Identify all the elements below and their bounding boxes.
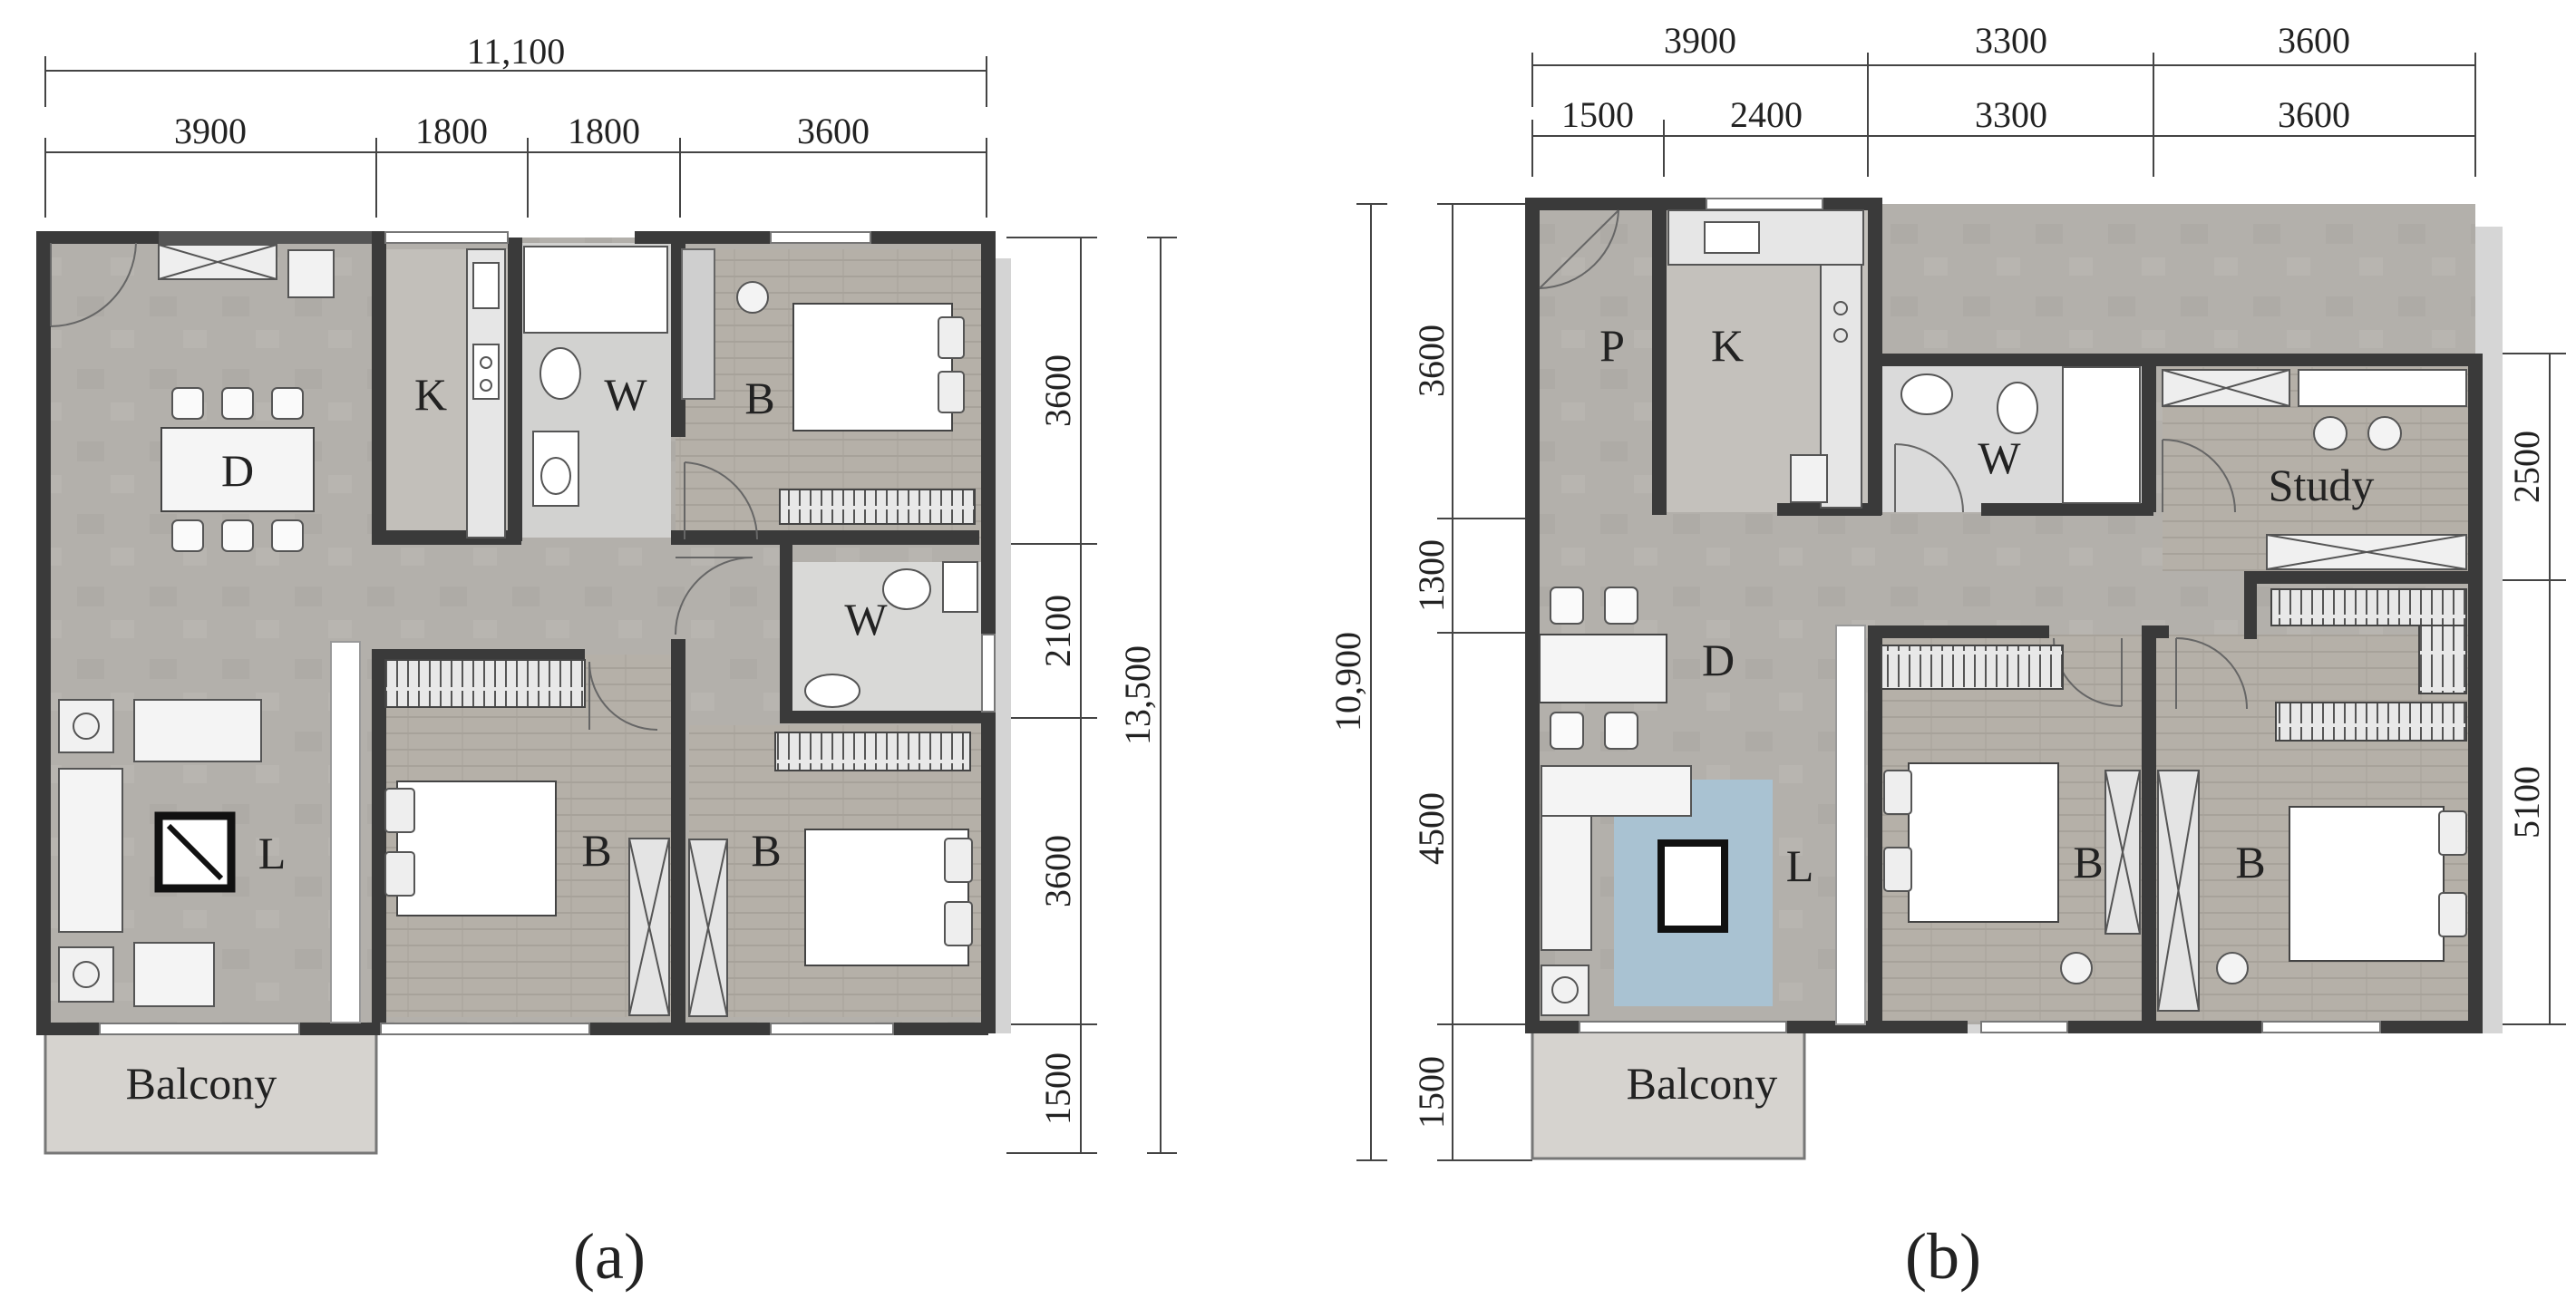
- plan-b-top-row2-label: 3300: [1975, 94, 2047, 135]
- plan-b-top-row2-label: 3600: [2278, 94, 2350, 135]
- plan-b-doors: [1539, 209, 2248, 710]
- plan-a-right-total-label: 13,500: [1117, 645, 1158, 745]
- plan-a-room-label-balcony: Balcony: [126, 1058, 277, 1109]
- plan-a-lower-left-bedroom-furniture: [384, 659, 670, 1016]
- plan-a-room-label-living: L: [258, 828, 287, 878]
- plan-b-living-furniture: [1541, 765, 1728, 1016]
- plan-b-right-segment-label: 5100: [2506, 766, 2547, 839]
- plan-a-top-segment-label: 3900: [174, 111, 247, 151]
- plan-b-windows: [1579, 198, 2381, 1033]
- plan-b-room-label-kitchen: K: [1711, 320, 1744, 371]
- plan-b-caption: (b): [1905, 1220, 1981, 1293]
- plan-b-walls: [1525, 198, 2483, 1033]
- plan-b-top-row1-label: 3300: [1975, 20, 2047, 61]
- plan-b-top-row2-label: 2400: [1730, 94, 1803, 135]
- plan-b-room-label-porch: P: [1599, 320, 1625, 371]
- plan-a-top-segment-label: 3600: [797, 111, 870, 151]
- plan-a-living-furniture: [58, 699, 262, 1007]
- plan-b-top-row2-label: 1500: [1561, 94, 1634, 135]
- plan-a-lower-wc-fixtures: [804, 561, 978, 708]
- plan-a-top-total-label: 11,100: [467, 31, 566, 72]
- plan-b-left-segment-label: 1500: [1411, 1056, 1452, 1129]
- plan-b-balcony: [1531, 1023, 1806, 1160]
- plan-a-walls: [36, 231, 996, 1035]
- plan-a-windows: [99, 231, 996, 1035]
- plan-a-right-segment-label: 3600: [1037, 835, 1078, 907]
- plan-b-left-segment-label: 1300: [1411, 539, 1452, 612]
- plan-a-dining-set: [160, 387, 315, 552]
- plan-a-room-label-bedroom-lower-right: B: [751, 825, 781, 876]
- plan-b-left-bedroom-furniture: [1881, 645, 2141, 984]
- plan-b-top-row1-label: 3600: [2278, 20, 2350, 61]
- plan-a-right-segment-label: 2100: [1037, 595, 1078, 667]
- plan-a-doors: [50, 242, 759, 731]
- plan-b-room-label-living: L: [1786, 840, 1814, 891]
- plan-a-room-label-wc-lower: W: [844, 594, 888, 645]
- plan-a-room-label-wc-upper: W: [604, 369, 647, 420]
- plan-b-left-total-label: 10,900: [1327, 632, 1368, 732]
- plan-b-dining-set: [1539, 587, 1667, 750]
- plan-b-left-segment-label: 4500: [1411, 792, 1452, 865]
- plan-a-right-dimensions: [1006, 237, 1177, 1154]
- plan-a-partition: [330, 641, 361, 1023]
- plan-a-fridge: [287, 249, 335, 298]
- plan-b-right-segment-label: 2500: [2506, 431, 2547, 503]
- plan-a-room-label-dining: D: [221, 445, 254, 496]
- plan-b-room-label-wc: W: [1978, 432, 2021, 483]
- plan-b-room-label-balcony: Balcony: [1627, 1058, 1778, 1109]
- plan-a-caption: (a): [573, 1220, 646, 1293]
- plan-b-left-segment-label: 3600: [1411, 325, 1452, 397]
- plan-b-top-row1-label: 3900: [1664, 20, 1736, 61]
- plan-b-left-dimensions: [1356, 203, 1532, 1161]
- plan-b-room-label-bedroom-right: B: [2235, 837, 2265, 887]
- plan-a-lower-right-bedroom-furniture: [688, 732, 973, 1017]
- plan-a-top-dimensions: [44, 56, 987, 218]
- plan-b-right-bedroom-furniture: [2157, 588, 2467, 1012]
- plan-a-room-label-bedroom-lower-left: B: [581, 825, 611, 876]
- plan-a-right-segment-label: 1500: [1037, 1052, 1078, 1125]
- plan-a-upper-wc-fixtures: [523, 246, 668, 507]
- plan-b-partition: [1835, 625, 1866, 1025]
- plan-b-room-label-dining: D: [1702, 635, 1735, 685]
- plan-a-room-label-kitchen: K: [414, 369, 447, 420]
- plan-a: 11,100 3900 1800 1800 3600 3600 2100 360…: [36, 31, 1177, 1293]
- plan-b-kitchen-counter: [1667, 209, 1864, 509]
- plan-b-study-furniture: [2162, 369, 2467, 570]
- plan-b: 3900 3300 3600 1500 2400 3300 3600 10,90…: [1327, 20, 2566, 1293]
- plan-b-top-dimensions: [1531, 53, 2476, 177]
- plan-a-upper-bedroom-furniture: [681, 248, 976, 525]
- plan-a-top-segment-label: 1800: [415, 111, 488, 151]
- plan-b-wc-fixtures: [1900, 366, 2141, 504]
- plan-a-room-label-bedroom-upper: B: [744, 373, 774, 423]
- plan-b-room-label-bedroom-left: B: [2073, 837, 2103, 887]
- plan-a-right-segment-label: 3600: [1037, 354, 1078, 427]
- plan-b-room-label-study: Study: [2269, 460, 2375, 510]
- plan-a-top-segment-label: 1800: [568, 111, 640, 151]
- plan-a-kitchen-counter: [466, 248, 506, 538]
